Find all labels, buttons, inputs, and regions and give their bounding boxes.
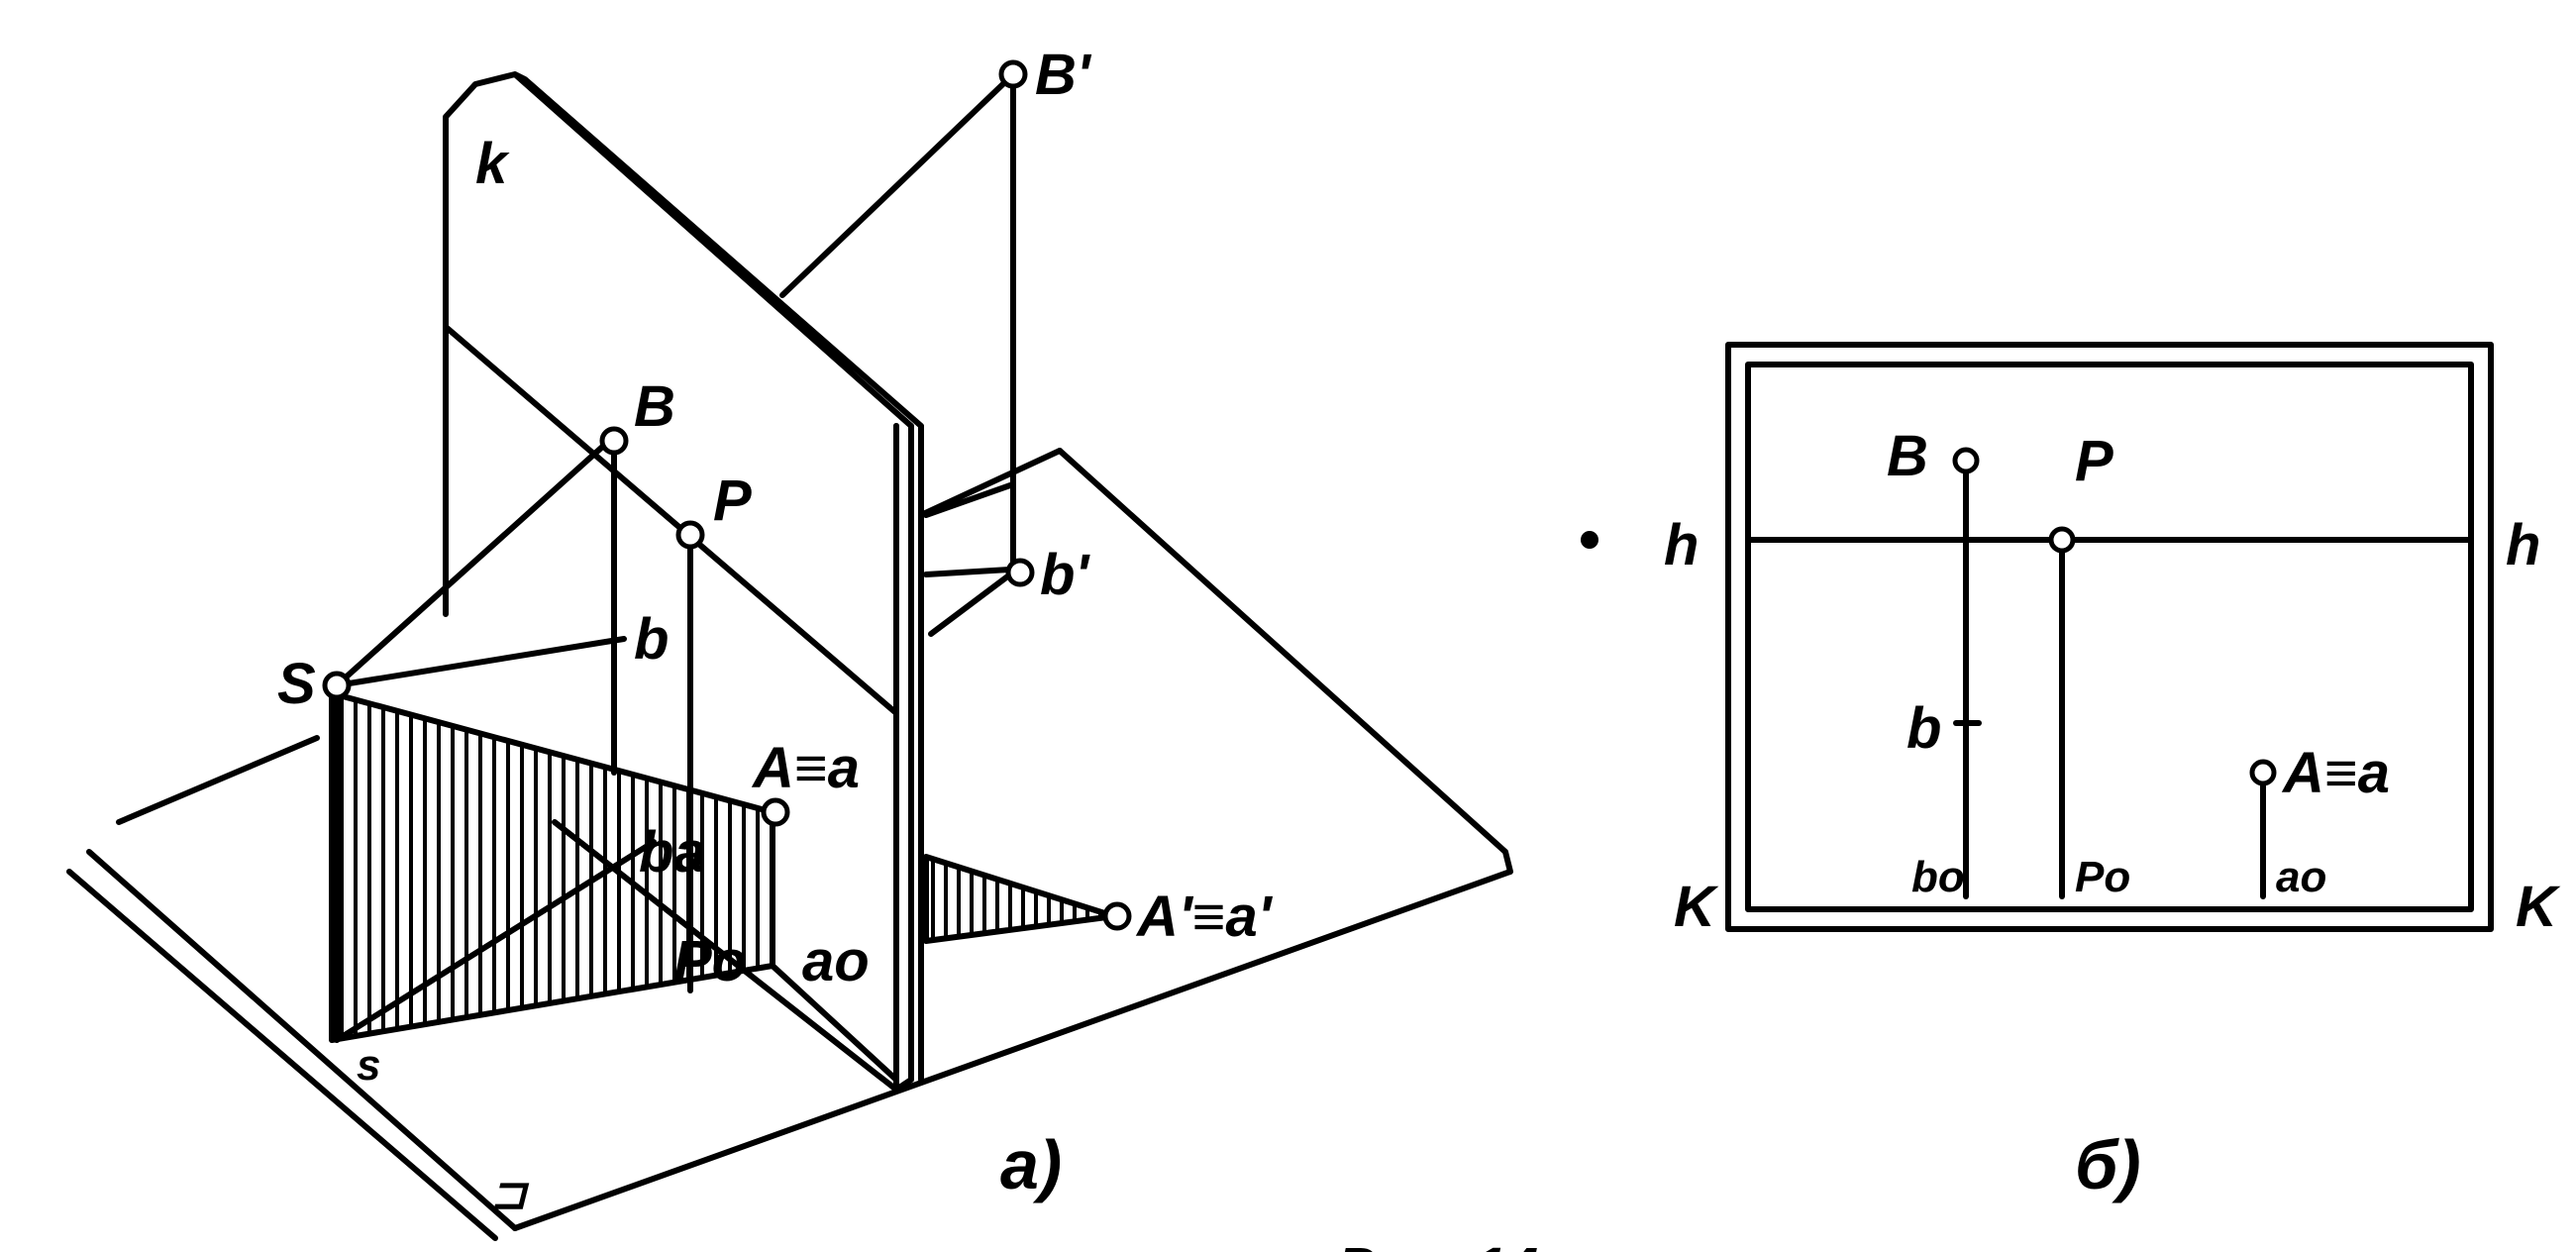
point-Bprime: [998, 59, 1028, 89]
line-S-b: [334, 636, 627, 688]
point-A-b: [2249, 759, 2277, 786]
hatched-region-left: [329, 690, 775, 1043]
label-B-b: B: [1887, 424, 1928, 488]
plane-label-k: k: [475, 132, 510, 196]
figure-b: h h K K B P b A≡a bo Po ao б): [1664, 342, 2561, 1203]
ground-plane-edge-left: [66, 849, 518, 1241]
figure-caption: Рис. 14: [1337, 1236, 1538, 1252]
point-bprime: [1005, 558, 1035, 587]
label-h-right: h: [2506, 513, 2540, 577]
picture-frame-outer: [1725, 342, 2494, 932]
label-A-b: A≡a: [2281, 741, 2390, 805]
label-P-b: P: [2075, 429, 2113, 493]
point-P-b: [2048, 526, 2076, 554]
point-Aprime: [1102, 901, 1132, 931]
caption-b: б): [2075, 1126, 2141, 1203]
label-Aprime: A'≡a': [1135, 885, 1274, 949]
label-s: s: [357, 1041, 380, 1090]
hatched-region-right: [923, 854, 1117, 944]
label-K-left: K: [1674, 875, 1719, 939]
label-ao: ao: [802, 929, 870, 993]
point-B: [599, 426, 629, 456]
label-b-b: b: [1906, 696, 1941, 761]
label-b: b: [634, 607, 669, 672]
ground-back-line: [918, 448, 1063, 518]
label-B: B: [634, 374, 675, 439]
label-Po: Po: [673, 929, 747, 993]
line-s-ba: [334, 839, 657, 1043]
ground-plane-right-edge: [512, 448, 1513, 1231]
label-ao-b: ao: [2276, 853, 2326, 901]
point-A: [761, 797, 790, 827]
label-S: S: [277, 652, 316, 716]
label-bo: bo: [1911, 853, 1965, 901]
point-S: [322, 671, 352, 700]
point-P: [675, 520, 705, 550]
picture-plane-outline: [443, 71, 924, 1093]
label-h-left: h: [1664, 513, 1699, 577]
line-to-bprime: [923, 482, 1013, 637]
ground-plane-back-edge: [116, 735, 320, 825]
point-B-b: [1952, 447, 1980, 474]
line-S-B: [334, 438, 612, 688]
label-Po-b: Po: [2075, 853, 2130, 901]
label-ba: ba: [639, 820, 706, 885]
label-Bprime: B': [1035, 43, 1092, 107]
figure-a: k S s B P: [66, 43, 1513, 1241]
label-A: A≡a: [751, 736, 860, 800]
stray-dot: [1581, 531, 1598, 549]
label-K-right: K: [2516, 875, 2561, 939]
horizon-line-a: [443, 324, 899, 716]
label-P: P: [713, 469, 752, 533]
picture-frame-inner: [1745, 362, 2474, 912]
line-ao-to-plane: [770, 963, 899, 1083]
label-bprime: b': [1040, 543, 1090, 607]
label-corner: ⊐: [490, 1170, 530, 1218]
caption-a: a): [1000, 1126, 1062, 1203]
line-to-Bprime: [779, 74, 1013, 298]
